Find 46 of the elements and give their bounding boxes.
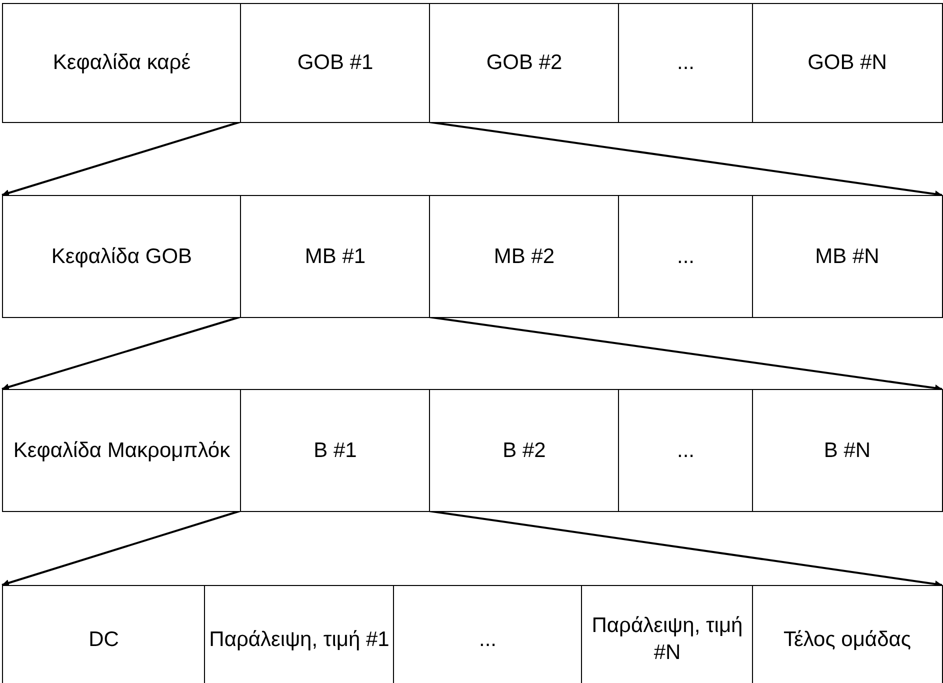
arrow [2,121,240,196]
arrow [428,316,942,392]
cell-label: Κεφαλίδα Μακρομπλόκ [13,438,230,464]
field-cell [429,389,620,512]
field-cell [618,3,754,122]
field-cell [581,585,754,683]
field-cell [618,195,754,318]
cell-label: Τέλος ομάδας [783,626,912,653]
field-cell [2,195,242,318]
cell-label: B #N [824,438,871,464]
arrow [2,316,240,390]
cell-label: ... [676,50,694,76]
field-cell [2,389,242,512]
cell-label: GOB #2 [486,50,562,76]
arrow [2,510,240,586]
field-cell [618,389,754,512]
field-cell [429,3,620,122]
field-cell [393,585,582,683]
field-cell [240,3,430,122]
cell-label: Κεφαλίδα καρέ [52,50,191,76]
cell-label: MB #2 [494,244,555,270]
cell-label: ... [676,438,694,464]
field-cell [752,3,942,122]
cell-label: MB #N [815,244,880,270]
field-cell [204,585,394,683]
field-cell [240,389,430,512]
cell-label: MB #1 [304,244,366,270]
cell-label: B #2 [502,438,546,464]
cell-label: DC [88,626,119,653]
cell-label: ... [676,244,694,270]
field-cell [2,585,206,683]
cell-label: Παράλειψη, τιμή #1 [209,626,390,653]
field-cell [752,389,942,512]
arrow [428,121,942,198]
cell-label: Παράλειψη, τιμή #N [590,612,744,666]
field-cell [240,195,430,318]
cell-label: GOB #1 [297,50,374,76]
arrow [428,510,942,588]
cell-label: Κεφαλίδα GOB [51,244,192,270]
field-cell [752,585,942,683]
field-cell [752,195,942,318]
field-cell [429,195,620,318]
cell-label: ... [478,626,496,653]
cell-label: GOB #N [808,50,887,76]
cell-label: B #1 [314,438,357,464]
field-cell [2,3,242,122]
